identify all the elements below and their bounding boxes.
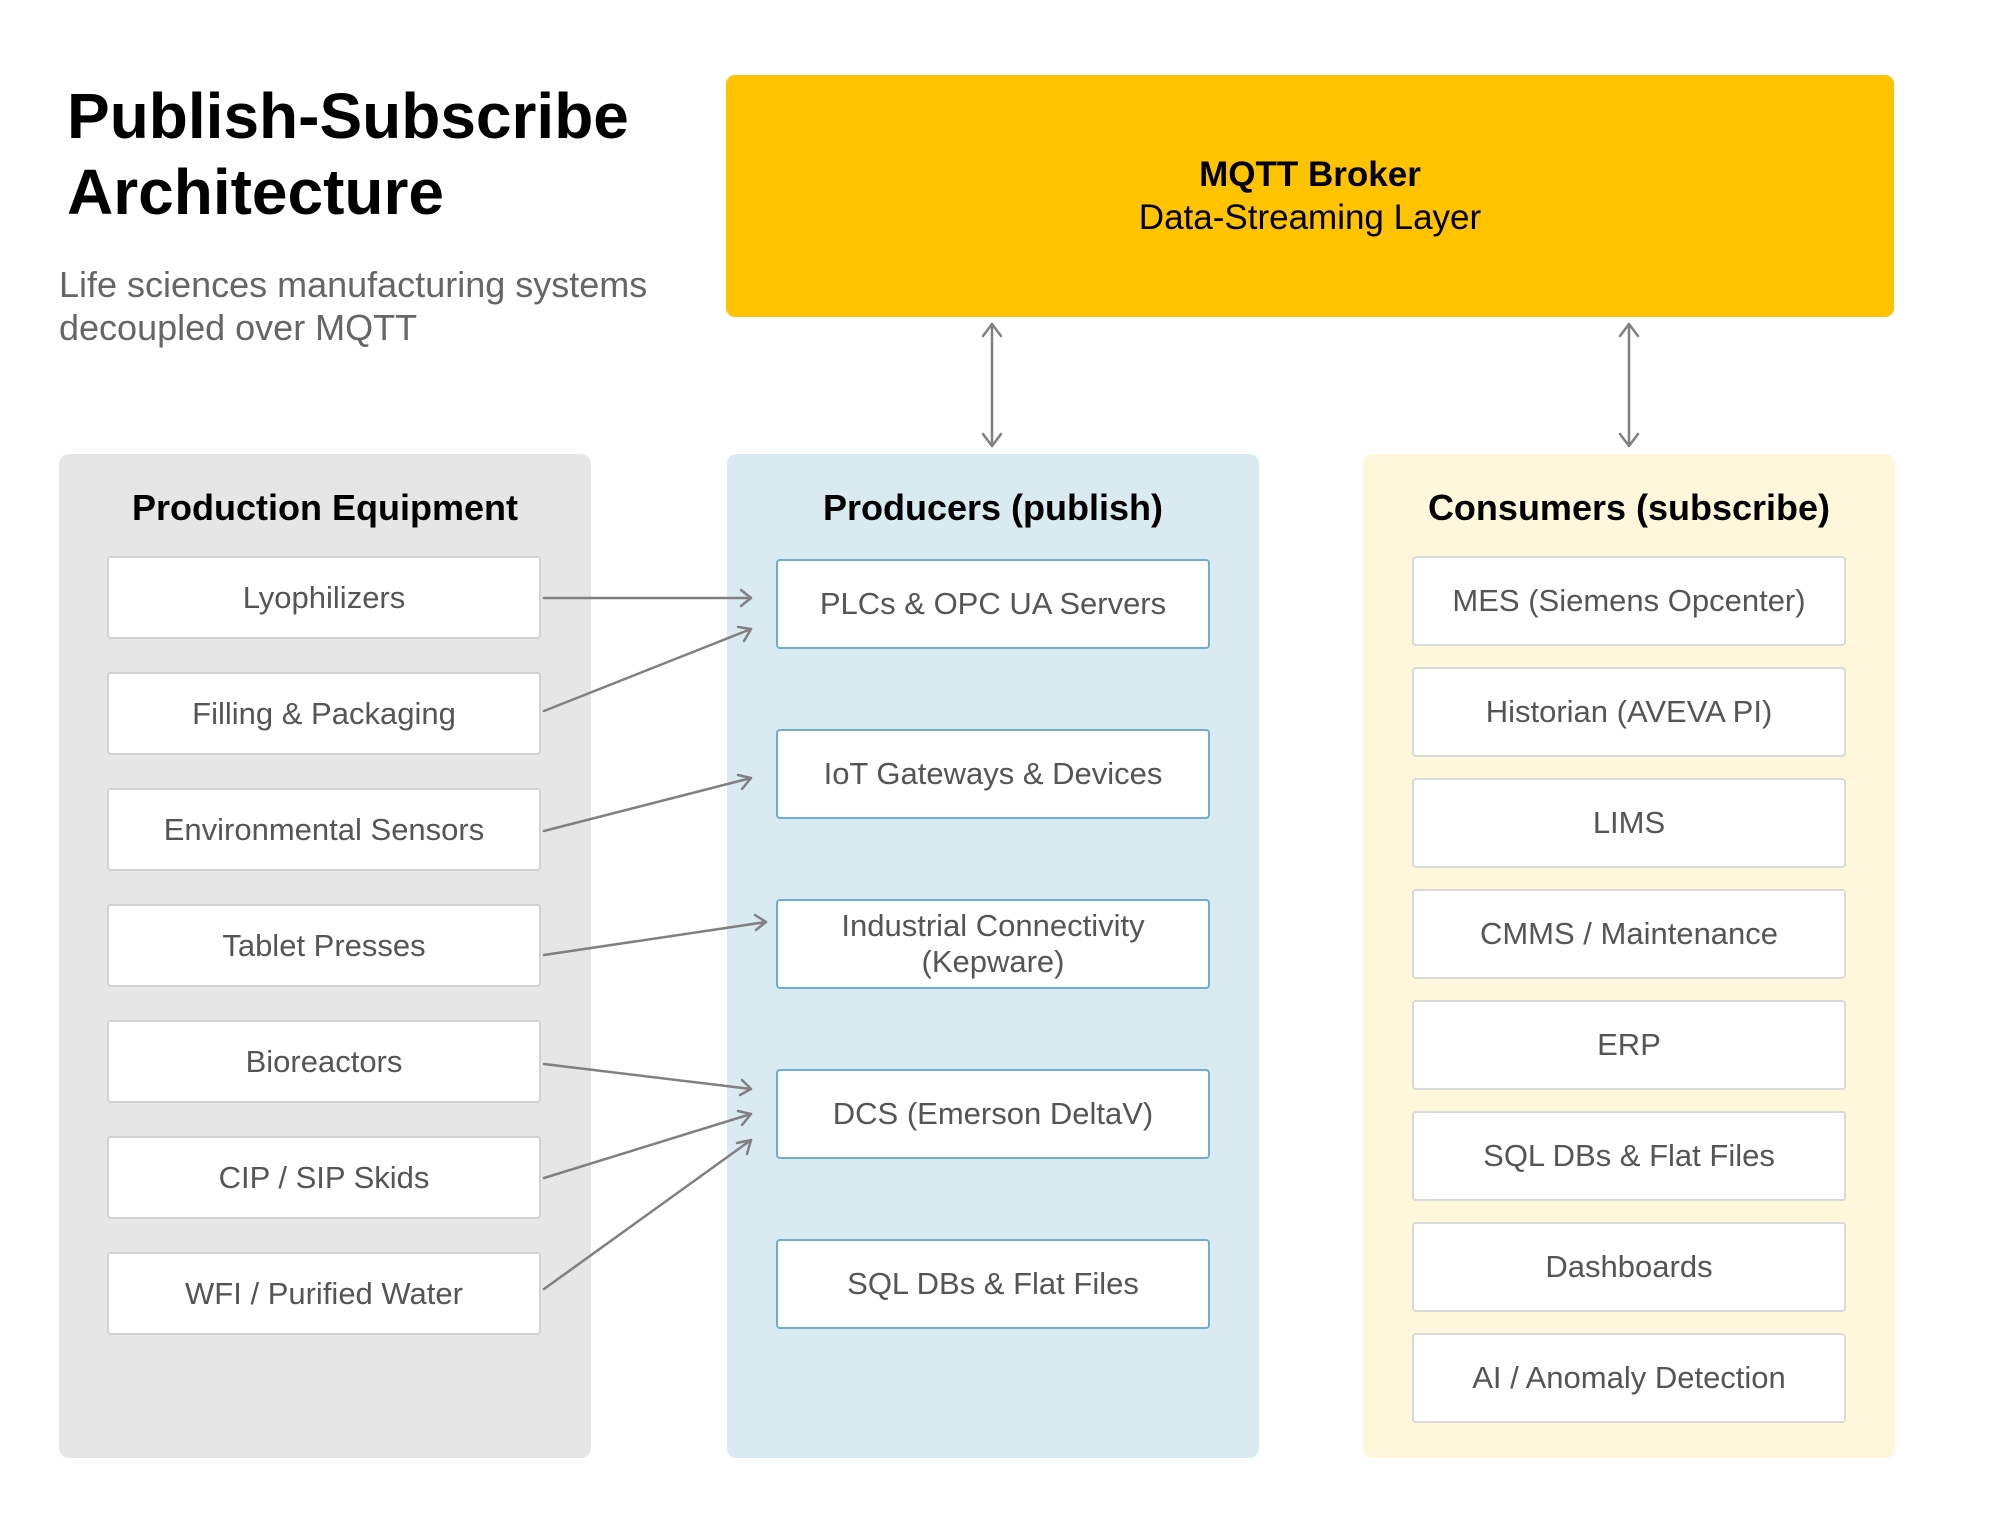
mqtt-broker-box: MQTT Broker Data-Streaming Layer (726, 75, 1894, 317)
arrow-environmental-to-iot (542, 773, 753, 833)
subtitle-line-2: decoupled over MQTT (59, 307, 418, 348)
equipment-item-tablet-presses: Tablet Presses (107, 904, 541, 987)
consumer-item-ai-anomaly: AI / Anomaly Detection (1412, 1333, 1846, 1423)
equipment-item-wfi-purified-water: WFI / Purified Water (107, 1252, 541, 1335)
equipment-item-label: Bioreactors (245, 1043, 403, 1079)
broker-consumers-double-arrow (1618, 322, 1640, 448)
producer-item-plcs-opc-ua: PLCs & OPC UA Servers (776, 559, 1210, 649)
consumer-item-label: Historian (AVEVA PI) (1485, 694, 1773, 729)
equipment-item-filling-packaging: Filling & Packaging (107, 672, 541, 755)
subtitle-line-1: Life sciences manufacturing systems (59, 264, 648, 305)
consumer-item-label: MES (Siemens Opcenter) (1452, 583, 1806, 618)
producer-item-label: IoT Gateways & Devices (823, 756, 1163, 791)
title-line-2: Architecture (67, 156, 444, 228)
equipment-item-label: Environmental Sensors (163, 811, 485, 847)
consumer-item-dashboards: Dashboards (1412, 1222, 1846, 1312)
arrow-wfi-to-dcs (542, 1138, 753, 1291)
equipment-item-label: WFI / Purified Water (185, 1275, 463, 1311)
equipment-item-lyophilizers: Lyophilizers (107, 556, 541, 639)
equipment-item-cip-sip-skids: CIP / SIP Skids (107, 1136, 541, 1219)
arrow-filling-to-plcs (542, 625, 753, 713)
consumer-item-label: LIMS (1592, 805, 1666, 840)
consumer-item-label: AI / Anomaly Detection (1472, 1360, 1786, 1395)
producer-item-label: Industrial Connectivity (Kepware) (841, 908, 1145, 979)
producer-item-label: DCS (Emerson DeltaV) (832, 1096, 1154, 1131)
producer-item-label: SQL DBs & Flat Files (847, 1266, 1139, 1301)
title-line-1: Publish-Subscribe (67, 80, 629, 152)
arrow-lyophilizers-to-plcs (542, 588, 753, 608)
consumer-item-label: SQL DBs & Flat Files (1483, 1138, 1775, 1173)
producer-item-sql-dbs: SQL DBs & Flat Files (776, 1239, 1210, 1329)
consumer-item-historian: Historian (AVEVA PI) (1412, 667, 1846, 757)
arrow-bioreactors-to-dcs (542, 1062, 753, 1097)
consumers-header: Consumers (subscribe) (1427, 487, 1831, 528)
consumer-item-cmms: CMMS / Maintenance (1412, 889, 1846, 979)
equipment-item-label: CIP / SIP Skids (218, 1159, 430, 1195)
producer-item-dcs: DCS (Emerson DeltaV) (776, 1069, 1210, 1159)
producers-header: Producers (publish) (822, 487, 1164, 528)
consumer-item-lims: LIMS (1412, 778, 1846, 868)
diagram-subtitle: Life sciences manufacturing systems deco… (59, 263, 719, 349)
consumer-item-label: CMMS / Maintenance (1479, 916, 1779, 951)
producer-item-industrial-connectivity: Industrial Connectivity (Kepware) (776, 899, 1210, 989)
arrow-tablet-to-kepware (542, 913, 768, 957)
consumer-item-label: Dashboards (1545, 1249, 1713, 1284)
broker-producers-double-arrow (981, 322, 1003, 448)
equipment-item-bioreactors: Bioreactors (107, 1020, 541, 1103)
consumer-item-mes: MES (Siemens Opcenter) (1412, 556, 1846, 646)
equipment-item-label: Filling & Packaging (192, 695, 456, 731)
equipment-item-environmental-sensors: Environmental Sensors (107, 788, 541, 871)
arrow-cip-to-dcs (542, 1109, 753, 1180)
diagram-title: Publish-Subscribe Architecture (67, 78, 707, 230)
equipment-item-label: Lyophilizers (242, 579, 406, 615)
broker-title: MQTT Broker (1199, 155, 1421, 194)
producer-item-iot-gateways: IoT Gateways & Devices (776, 729, 1210, 819)
broker-subtitle: Data-Streaming Layer (1138, 198, 1482, 237)
consumer-item-erp: ERP (1412, 1000, 1846, 1090)
equipment-header: Production Equipment (132, 487, 518, 528)
consumer-item-sql-dbs: SQL DBs & Flat Files (1412, 1111, 1846, 1201)
equipment-item-label: Tablet Presses (222, 927, 426, 963)
producer-item-label: PLCs & OPC UA Servers (819, 586, 1167, 621)
consumer-item-label: ERP (1597, 1027, 1661, 1062)
